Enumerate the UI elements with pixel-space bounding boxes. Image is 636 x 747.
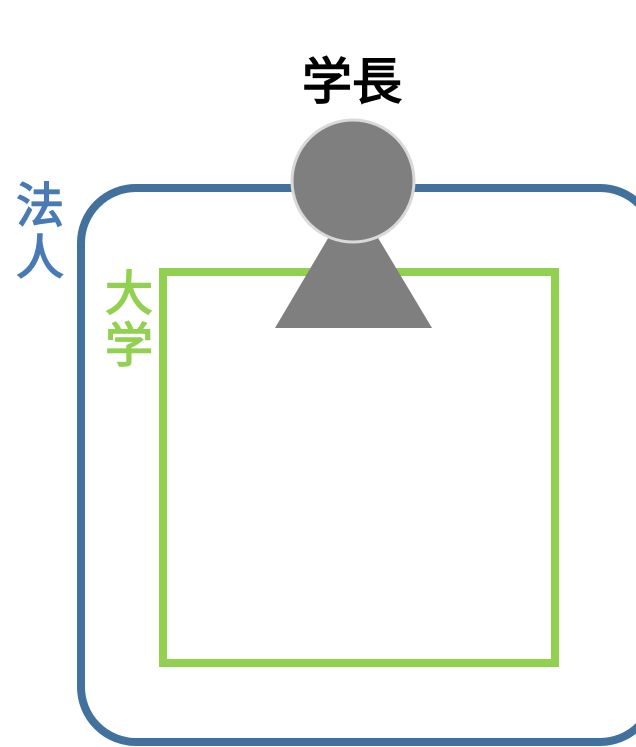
university-frame bbox=[159, 268, 559, 667]
person-body bbox=[275, 196, 432, 328]
corporation-label: 法人 bbox=[7, 180, 63, 284]
university-label: 大学 bbox=[96, 268, 152, 372]
person-head bbox=[290, 118, 416, 244]
person-icon bbox=[275, 118, 432, 328]
president-label: 学長 bbox=[302, 53, 402, 111]
